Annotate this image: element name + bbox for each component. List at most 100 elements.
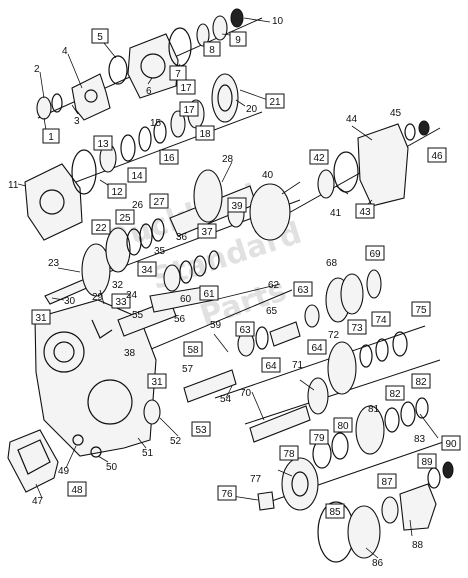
svg-text:13: 13 [97,139,109,150]
callout-70: 70 [240,388,252,399]
callout-42: 42 [309,149,329,165]
callout-26: 26 [132,200,144,211]
svg-text:82: 82 [415,377,427,388]
ring-part-26 [139,223,153,249]
callout-8: 8 [203,41,221,57]
housing-part-86 [347,505,381,559]
svg-text:64: 64 [265,361,277,372]
plug-part-76 [257,491,275,511]
svg-text:33: 33 [115,297,127,308]
callout-5: 5 [91,28,109,44]
intermediate-gear-assembly [24,73,239,241]
svg-text:76: 76 [221,489,233,500]
svg-text:22: 22 [95,223,107,234]
cover-part-77 [281,457,319,511]
svg-text:46: 46 [431,151,443,162]
svg-text:8: 8 [209,45,215,56]
front-cover-part-6 [127,33,179,99]
callout-43: 43 [355,203,375,219]
callout-88: 88 [412,540,424,551]
callout-32: 32 [112,280,124,291]
svg-text:42: 42 [313,153,325,164]
callout-31-top: 31 [31,309,51,325]
svg-text:74: 74 [375,315,387,326]
output-shaft-assembly [143,269,408,425]
svg-text:78: 78 [283,449,295,460]
callout-58: 58 [183,341,203,357]
svg-text:64: 64 [311,343,323,354]
callout-86: 86 [372,558,384,569]
ring-part-82b [415,397,429,419]
callout-37: 37 [197,223,217,239]
callout-65: 65 [266,306,278,317]
svg-text:31: 31 [35,313,47,324]
ring-part-15 [138,126,152,152]
gear-part-28 [193,169,223,223]
gasket-part-12 [71,149,97,195]
callout-6: 6 [146,86,152,97]
svg-text:80: 80 [337,421,349,432]
svg-text:73: 73 [351,323,363,334]
gear-part-72 [327,341,357,395]
callout-27: 27 [149,193,169,209]
housing-part-11 [24,163,83,241]
ring-part-73 [359,344,373,368]
callout-9: 9 [229,31,247,47]
callout-7: 7 [169,65,187,81]
callout-61: 61 [199,285,219,301]
callout-80: 80 [333,417,353,433]
ring-part-35 [179,260,193,284]
plug-part-46 [418,120,430,136]
callout-28: 28 [222,154,234,165]
callout-74: 74 [371,311,391,327]
gasket-part-42 [333,151,359,193]
ring-part-75 [392,331,408,357]
seal-part-5 [108,55,128,85]
svg-text:82: 82 [389,389,401,400]
callout-1: 1 [42,128,60,144]
seal-part-89 [427,467,441,489]
callout-63-mid: 63 [235,321,255,337]
ring-part-83 [400,401,416,427]
callout-18: 18 [195,125,215,141]
callout-24: 24 [126,290,138,301]
callout-62: 62 [268,280,280,291]
callout-23: 23 [48,258,60,269]
callout-83: 83 [414,434,426,445]
callout-29: 29 [92,292,104,303]
callout-10: 10 [272,16,284,27]
callout-20: 20 [246,104,258,115]
callout-89: 89 [417,453,437,469]
callout-63-top: 63 [293,281,313,297]
input-shaft-assembly [44,120,430,305]
callout-85: 85 [325,503,345,519]
callout-41: 41 [330,208,342,219]
svg-text:87: 87 [381,477,393,488]
callout-2: 2 [34,64,40,75]
callout-34: 34 [137,261,157,277]
callout-68: 68 [326,258,338,269]
svg-text:14: 14 [131,171,143,182]
ring-part-14 [120,134,136,162]
ring-part-52 [143,399,161,425]
callout-76: 76 [217,485,237,501]
callout-25: 25 [115,209,135,225]
svg-text:21: 21 [269,97,281,108]
callout-82-right: 82 [411,373,431,389]
callout-52: 52 [170,436,182,447]
callout-21: 21 [265,93,285,109]
svg-text:16: 16 [163,153,175,164]
callout-11: 11 [8,180,19,191]
gear-part-23 [81,243,111,297]
svg-text:39: 39 [231,201,243,212]
pan-assembly [7,429,102,493]
svg-text:58: 58 [187,345,199,356]
svg-text:75: 75 [415,305,427,316]
callout-82-left: 82 [385,385,405,401]
callout-78: 78 [279,445,299,461]
spring-part-69 [366,269,382,299]
bearing-part-87 [381,496,399,524]
shaft-part-70 [249,405,311,443]
svg-text:61: 61 [203,289,215,300]
callout-75: 75 [411,301,431,317]
